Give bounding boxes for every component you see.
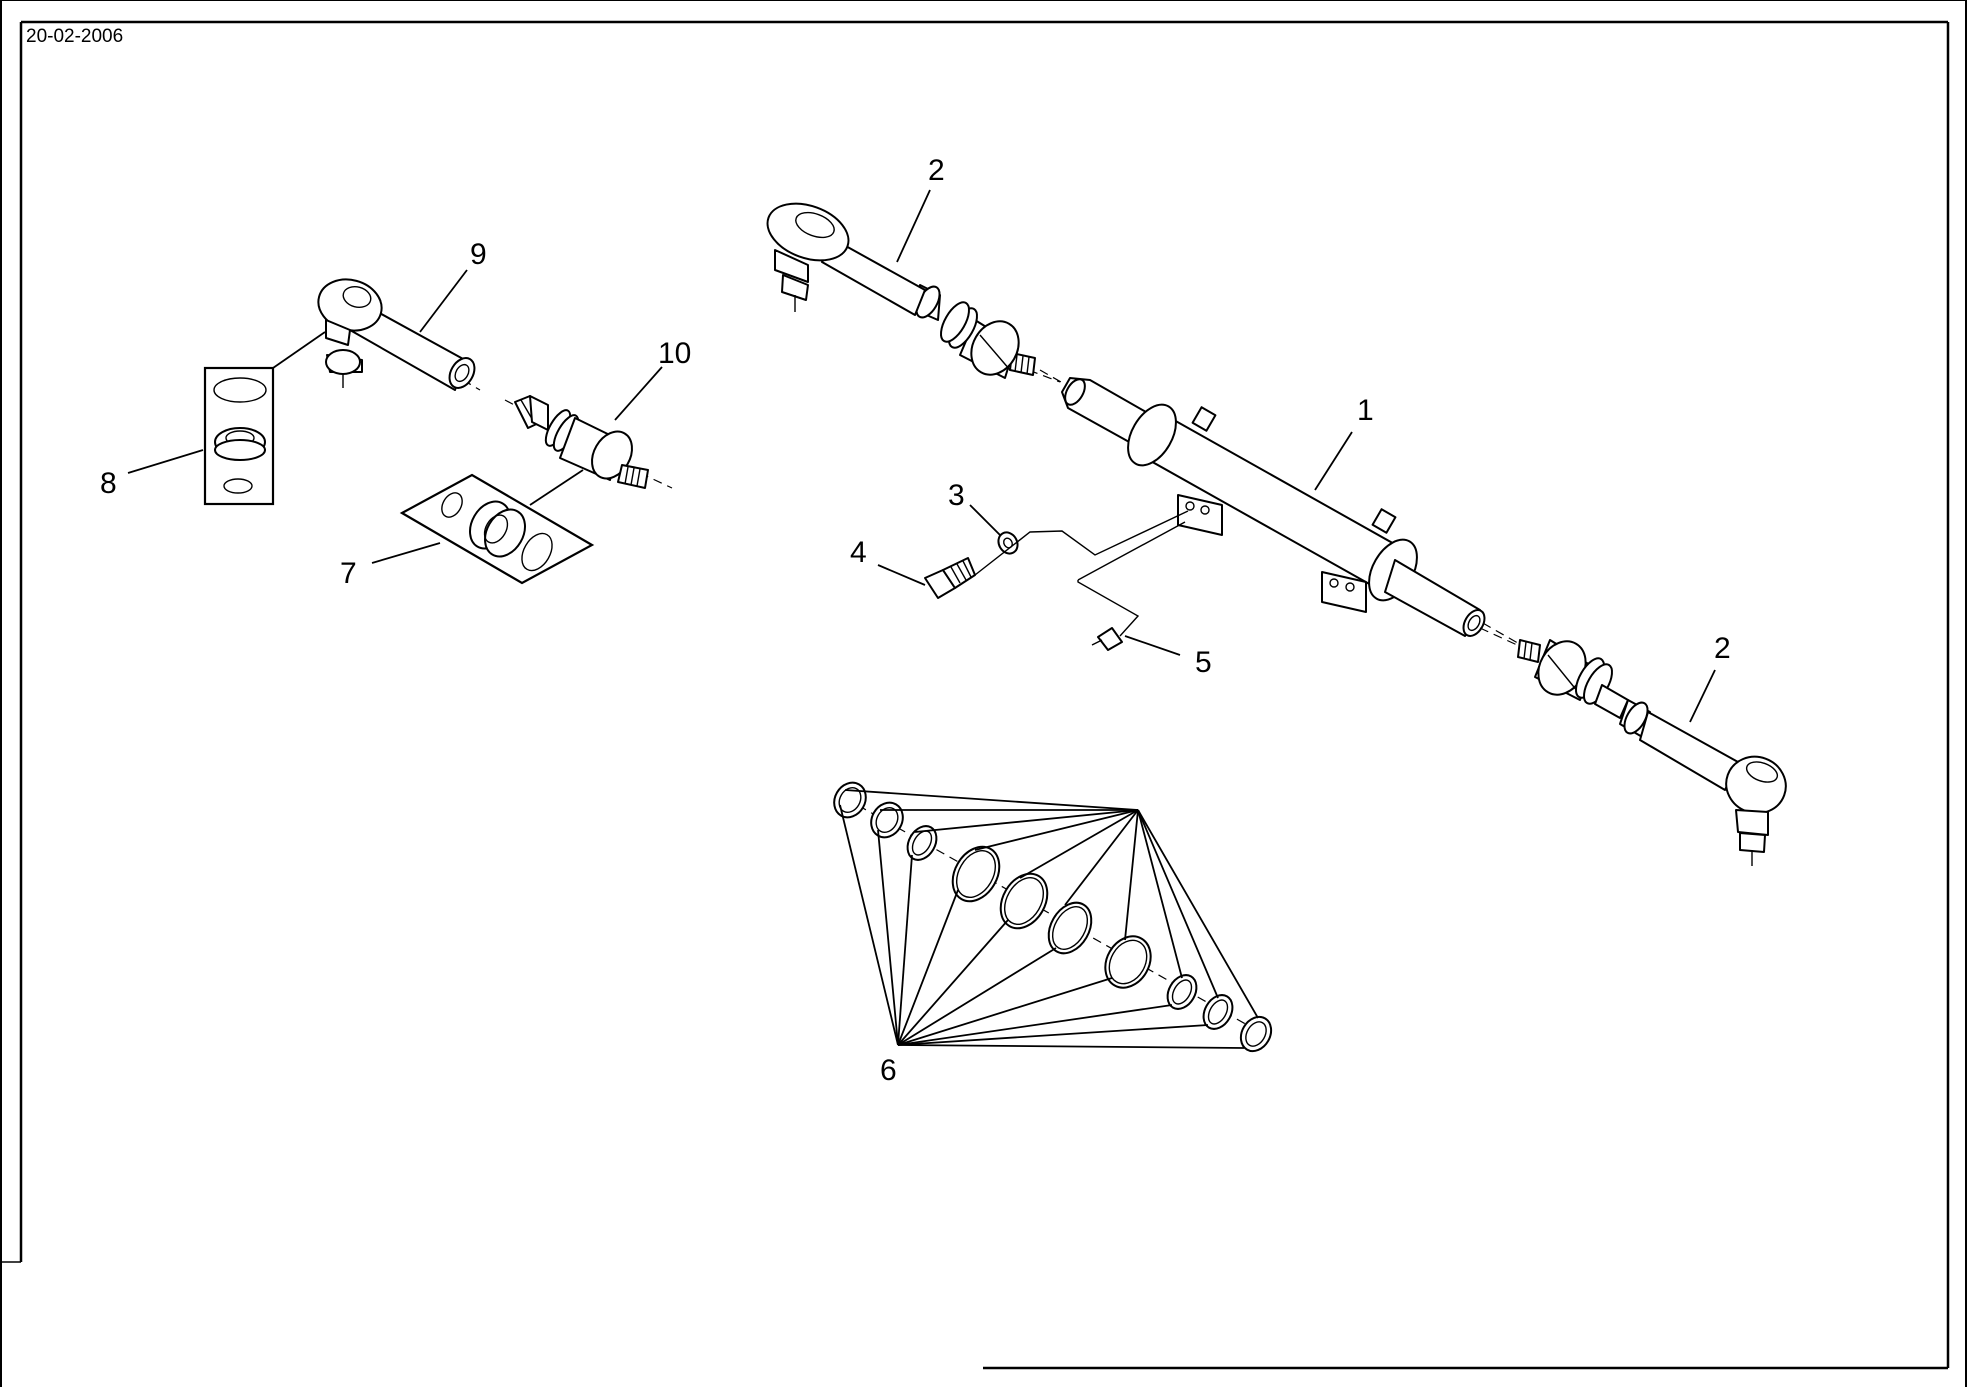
callout-10: 10 [658, 337, 691, 370]
callout-4: 4 [850, 536, 867, 569]
callout-1: 1 [1357, 394, 1374, 427]
drawing-date: 20-02-2006 [26, 26, 124, 47]
callout-6: 6 [880, 1054, 897, 1087]
repair-kit-7 [399, 469, 595, 585]
callout-2-upper: 2 [928, 154, 945, 187]
callout-labels: 1 2 2 3 4 5 6 7 8 9 10 [100, 154, 1731, 1087]
callout-7: 7 [340, 557, 357, 590]
seal-kit [833, 781, 1273, 1053]
callout-leaders [127, 189, 1716, 723]
inner-ball-joint [504, 395, 673, 489]
tie-rod-end-upper [766, 202, 1061, 383]
tie-rod-end-lower [1479, 627, 1787, 866]
washer [997, 531, 1019, 555]
callout-9: 9 [470, 238, 487, 271]
repair-kit-8 [203, 331, 326, 506]
callout-8: 8 [100, 467, 117, 500]
tie-rod-end-left [317, 278, 481, 391]
callout-5: 5 [1195, 646, 1212, 679]
grease-nipple [1091, 627, 1123, 651]
assembly-lines [974, 510, 1189, 637]
bolt [924, 557, 976, 599]
callout-3: 3 [948, 479, 965, 512]
steering-cylinder [1039, 369, 1531, 651]
callout-2-lower: 2 [1714, 632, 1731, 665]
